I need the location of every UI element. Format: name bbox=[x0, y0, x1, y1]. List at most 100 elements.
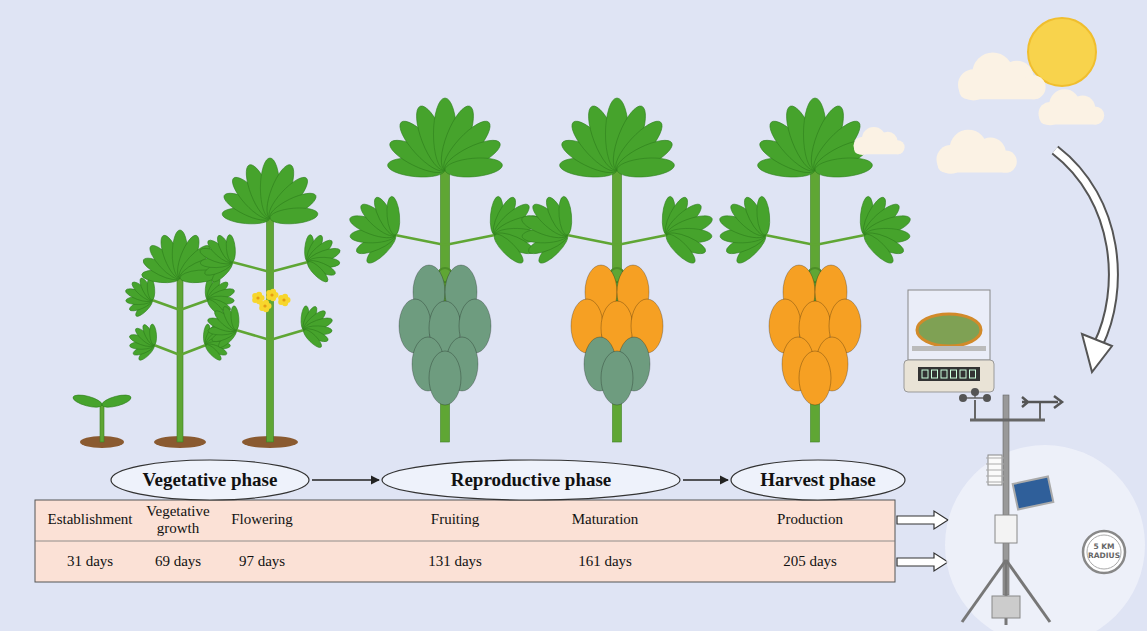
leaf bbox=[72, 393, 103, 410]
stage-days: 131 days bbox=[405, 553, 505, 570]
hollow-arrow bbox=[897, 553, 948, 571]
leaf-lobe bbox=[861, 231, 897, 267]
display-digit bbox=[960, 370, 966, 378]
petiole bbox=[567, 235, 617, 245]
leaf bbox=[386, 98, 504, 179]
flower-centre bbox=[263, 304, 266, 307]
papaya-on-scale bbox=[917, 314, 981, 346]
shield-plate bbox=[986, 476, 1004, 477]
leaf-lobe bbox=[491, 231, 527, 267]
phase-ellipse: Vegetative phase bbox=[110, 459, 310, 501]
stage-days: 161 days bbox=[555, 553, 655, 570]
flower-centre bbox=[270, 293, 273, 296]
stage-name: Flowering bbox=[217, 511, 307, 528]
phase-name: Reproductive phase bbox=[451, 469, 612, 491]
leaf-lobe bbox=[385, 196, 401, 236]
cloud bbox=[854, 127, 905, 155]
stage-days: 31 days bbox=[45, 553, 135, 570]
curved-arrow-body bbox=[1055, 150, 1113, 345]
radius-badge: 5 KM RADIUS bbox=[1081, 529, 1127, 575]
display-digit bbox=[932, 370, 938, 378]
stage-name: Vegetative growth bbox=[133, 503, 223, 538]
leaf-lobe bbox=[266, 188, 319, 225]
curved-arrow-head bbox=[1082, 334, 1112, 372]
petiole bbox=[815, 235, 865, 245]
shield-plate bbox=[986, 482, 1004, 483]
leaf-lobe bbox=[370, 195, 401, 238]
stem bbox=[177, 275, 183, 442]
leaf-lobe bbox=[613, 134, 677, 179]
stage-name: Establishment bbox=[35, 511, 145, 528]
leaf-lobe bbox=[221, 305, 240, 332]
petiole bbox=[180, 300, 208, 310]
cloud-base bbox=[1039, 112, 1102, 125]
leaf bbox=[558, 98, 676, 179]
leaf bbox=[300, 305, 334, 350]
leaf-lobe bbox=[301, 327, 324, 350]
curved-arrow-outline bbox=[1055, 150, 1113, 345]
ellipse-shape bbox=[731, 460, 905, 500]
cloud bbox=[937, 130, 1017, 174]
leaf-lobe bbox=[141, 323, 158, 347]
papaya-fruit bbox=[601, 351, 633, 405]
crossarm bbox=[970, 419, 1045, 422]
leaf-lobe bbox=[230, 306, 240, 331]
scale-plate bbox=[912, 346, 986, 351]
logger-box bbox=[995, 515, 1017, 543]
cloud bbox=[958, 52, 1046, 100]
anemometer-cup bbox=[959, 394, 967, 402]
balance-scale bbox=[904, 290, 994, 392]
petiole bbox=[152, 300, 180, 310]
table-rule bbox=[35, 541, 895, 542]
scale-base bbox=[904, 360, 994, 392]
leaf bbox=[661, 195, 715, 267]
phase-name: Vegetative phase bbox=[143, 469, 278, 491]
phase-arrow bbox=[683, 479, 728, 480]
circle-shape bbox=[1083, 531, 1125, 573]
leaf-lobe bbox=[149, 324, 158, 345]
cloud bbox=[1039, 89, 1105, 125]
leaf-lobe bbox=[542, 195, 573, 238]
display-digit bbox=[951, 370, 957, 378]
petiole bbox=[617, 235, 667, 245]
leaf-lobe bbox=[663, 231, 699, 267]
table-box bbox=[35, 500, 895, 582]
sun bbox=[1028, 18, 1096, 86]
leaf bbox=[347, 195, 401, 267]
leaf-lobe bbox=[101, 393, 132, 410]
fruiting-plant bbox=[347, 98, 542, 442]
leaf bbox=[124, 276, 155, 318]
display-digit bbox=[970, 370, 976, 378]
leaf bbox=[717, 195, 771, 267]
wind-vane bbox=[1022, 396, 1062, 408]
phase-ellipse: Reproductive phase bbox=[381, 459, 681, 501]
leaf-lobe bbox=[305, 259, 331, 285]
cloud-base bbox=[959, 82, 1043, 99]
leaf bbox=[519, 195, 573, 267]
leaf bbox=[859, 195, 913, 267]
petiole bbox=[395, 235, 445, 245]
flower bbox=[278, 294, 290, 307]
ellipse-shape bbox=[111, 460, 309, 500]
papaya-plants bbox=[72, 98, 913, 448]
leaf bbox=[101, 393, 132, 410]
fruiting-plant bbox=[717, 98, 912, 442]
shield-plate bbox=[986, 470, 1004, 471]
cloud-base bbox=[854, 144, 903, 154]
stage-days: 97 days bbox=[217, 553, 307, 570]
anemometer-post bbox=[974, 400, 976, 420]
cloud-base bbox=[938, 157, 1015, 172]
scale-glass bbox=[908, 290, 990, 360]
flower bbox=[259, 300, 271, 313]
leaf-lobe bbox=[557, 196, 573, 236]
weather-station bbox=[945, 388, 1145, 631]
leaf bbox=[221, 158, 320, 226]
petiole bbox=[232, 262, 270, 272]
phase-arrow bbox=[312, 479, 379, 480]
leaf-lobe bbox=[740, 195, 771, 238]
leaf bbox=[198, 233, 236, 284]
stem bbox=[100, 405, 104, 442]
leaf bbox=[206, 305, 240, 350]
petiole bbox=[445, 235, 495, 245]
